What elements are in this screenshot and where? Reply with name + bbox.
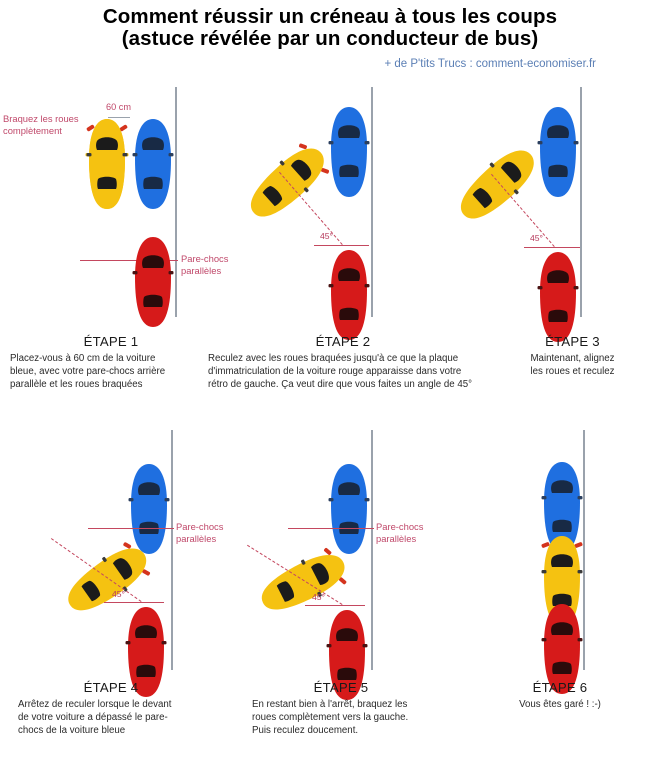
step-5-title: ÉTAPE 5: [313, 680, 369, 695]
step-1-body: Placez-vous à 60 cm de la voiture bleue,…: [10, 353, 166, 391]
car-blue: [328, 464, 370, 554]
car-red: [125, 607, 167, 697]
turn-wheels-label: Braquez les roues complètement: [3, 113, 79, 136]
step-2-title: ÉTAPE 2: [315, 334, 371, 349]
car-blue: [537, 107, 579, 197]
car-red: [541, 604, 583, 694]
curb-line: [175, 87, 177, 317]
car-blue: [132, 119, 174, 209]
angle-base-line: [305, 605, 365, 607]
title-line-2: (astuce révélée par un conducteur de bus…: [121, 27, 539, 50]
step-1-title: ÉTAPE 1: [83, 334, 139, 349]
page-title: Comment réussir un créneau à tous les co…: [0, 5, 660, 50]
step-4-illustration: Pare-chocs parallèles 45°: [0, 430, 223, 697]
step-6-illustration: [452, 430, 660, 694]
step-5-illustration: Pare-chocs parallèles 45°: [230, 430, 452, 700]
bumper-reference-line: [80, 260, 178, 262]
step-3-title: ÉTAPE 3: [545, 334, 600, 349]
car-red: [328, 250, 370, 340]
car-yellow: [250, 143, 330, 217]
curb-line: [371, 87, 373, 317]
step-1-illustration: 60 cm Pare-chocs parallèles Braquez les …: [0, 85, 228, 330]
angle-base-line: [104, 602, 164, 604]
step-2-illustration: 45°: [230, 85, 452, 340]
curb-line: [371, 430, 373, 670]
angle-base-line: [314, 245, 369, 247]
car-yellow: [68, 542, 151, 611]
step-5-body: En restant bien à l'arrêt, braquez les r…: [252, 699, 409, 737]
bumpers-parallel-label: Pare-chocs parallèles: [376, 521, 424, 544]
step-3-illustration: 45°: [452, 85, 660, 342]
distance-label: 60 cm: [106, 102, 132, 112]
car-blue: [128, 464, 170, 554]
bumper-reference-line: [288, 528, 374, 530]
bumpers-parallel-label: Pare-chocs parallèles: [176, 521, 224, 544]
bumpers-parallel-label: Pare-chocs parallèles: [181, 253, 229, 276]
car-yellow: [85, 119, 129, 209]
curb-line: [580, 87, 582, 317]
car-yellow: [261, 547, 347, 610]
curb-line: [583, 430, 585, 670]
bumper-reference-line: [88, 528, 174, 530]
angle-label: 45°: [530, 233, 543, 243]
step-4-title: ÉTAPE 4: [83, 680, 139, 695]
title-line-1: Comment réussir un créneau à tous les co…: [102, 5, 558, 28]
car-blue: [541, 462, 583, 552]
source-credit: + de P'tits Trucs : comment-economiser.f…: [384, 58, 596, 70]
step-3-body: Maintenant, alignez les roues et reculez: [530, 353, 615, 378]
angle-label: 45°: [312, 592, 325, 602]
angle-base-line: [524, 247, 580, 249]
step-6-title: ÉTAPE 6: [532, 680, 588, 695]
car-red: [132, 237, 174, 327]
car-red: [537, 252, 579, 342]
curb-line: [171, 430, 173, 670]
distance-tick: [108, 117, 130, 119]
car-yellow: [541, 536, 583, 626]
angle-label: 45°: [320, 231, 333, 241]
step-2-body: Reculez avec les roues braquées jusqu'à …: [208, 353, 472, 391]
step-4-body: Arrêtez de reculer lorsque le devant de …: [18, 699, 172, 737]
car-blue: [328, 107, 370, 197]
car-yellow: [460, 150, 534, 219]
angle-label: 45°: [112, 589, 125, 599]
step-6-body: Vous êtes garé ! :-): [519, 699, 601, 710]
car-red: [326, 610, 368, 700]
